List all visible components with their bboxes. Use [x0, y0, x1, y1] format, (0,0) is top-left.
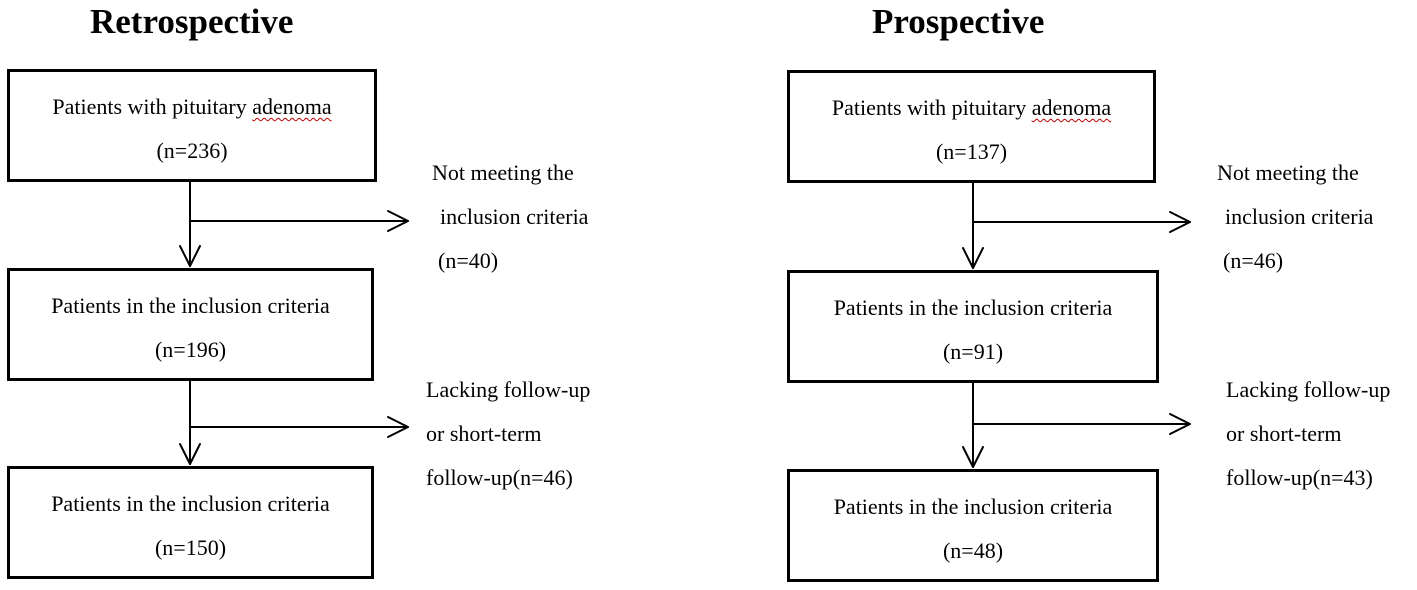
pro-box-final-count: (n=48) [942, 538, 1004, 563]
retro-exclusion-1-line3: (n=40) [438, 248, 499, 273]
pro-box-included-label: Patients in the inclusion criteria [833, 295, 1113, 320]
prospective-title: Prospective [872, 2, 1045, 41]
pro-box-initial-label: Patients with pituitary adenoma [790, 93, 1153, 123]
retro-exclusion-2-line1: Lacking follow-up [426, 377, 591, 402]
pro-box-included-count: (n=91) [942, 339, 1004, 364]
retro-box-included-count: (n=196) [154, 337, 227, 362]
retro-exclusion-2-line2: or short-term [426, 421, 542, 446]
retro-box-initial-count: (n=236) [156, 138, 228, 163]
pro-box-final-label: Patients in the inclusion criteria [833, 494, 1113, 519]
pro-box-included: Patients in the inclusion criteria (n=91… [787, 270, 1159, 383]
pro-side-arrow-2-head [1169, 413, 1191, 435]
retro-exclusion-2: Lacking follow-up or short-term follow-u… [426, 368, 590, 500]
pro-box-final: Patients in the inclusion criteria (n=48… [787, 469, 1159, 582]
pro-exclusion-1-line2: inclusion criteria [1225, 204, 1374, 229]
retrospective-title: Retrospective [90, 2, 294, 41]
pro-side-arrow-1-head [1169, 211, 1191, 233]
retro-box-initial-label: Patients with pituitary adenoma [10, 92, 374, 122]
pro-down-arrow-1-head [962, 247, 984, 269]
retro-box-included: Patients in the inclusion criteria (n=19… [7, 268, 374, 381]
pro-box-initial-label-text: Patients with pituitary [831, 95, 1032, 120]
retro-box-final: Patients in the inclusion criteria (n=15… [7, 466, 374, 579]
retro-box-initial-label-text: Patients with pituitary [52, 94, 253, 119]
pro-exclusion-2-line2: or short-term [1226, 421, 1342, 446]
pro-exclusion-1-line3: (n=46) [1223, 248, 1284, 273]
retro-box-final-count: (n=150) [154, 535, 227, 560]
pro-exclusion-2-line3: follow-up(n=43) [1226, 465, 1373, 490]
retro-exclusion-1-line1: Not meeting the [432, 160, 574, 185]
pro-exclusion-2-line1: Lacking follow-up [1226, 377, 1391, 402]
retro-box-initial: Patients with pituitary adenoma (n=236) [7, 69, 377, 182]
pro-box-initial: Patients with pituitary adenoma (n=137) [787, 70, 1156, 183]
pro-exclusion-1-line1: Not meeting the [1217, 160, 1359, 185]
retro-down-arrow-2-head [179, 443, 201, 465]
pro-exclusion-2: Lacking follow-up or short-term follow-u… [1226, 368, 1390, 500]
pro-exclusion-1: Not meeting the inclusion criteria (n=46… [1217, 151, 1373, 283]
retro-exclusion-2-line3: follow-up(n=46) [426, 465, 573, 490]
retro-box-final-label: Patients in the inclusion criteria [51, 491, 330, 516]
retro-exclusion-1-line2: inclusion criteria [440, 204, 589, 229]
retro-box-included-label: Patients in the inclusion criteria [51, 293, 330, 318]
retro-exclusion-1: Not meeting the inclusion criteria (n=40… [432, 151, 588, 283]
pro-down-arrow-2-head [962, 446, 984, 468]
retro-down-arrow-1-head [179, 245, 201, 267]
retro-side-arrow-1-head [387, 210, 409, 232]
pro-box-initial-count: (n=137) [935, 139, 1008, 164]
retro-box-initial-flagged-word: adenoma [252, 94, 332, 119]
pro-box-initial-flagged-word: adenoma [1031, 95, 1112, 120]
retro-side-arrow-2-head [387, 416, 409, 438]
